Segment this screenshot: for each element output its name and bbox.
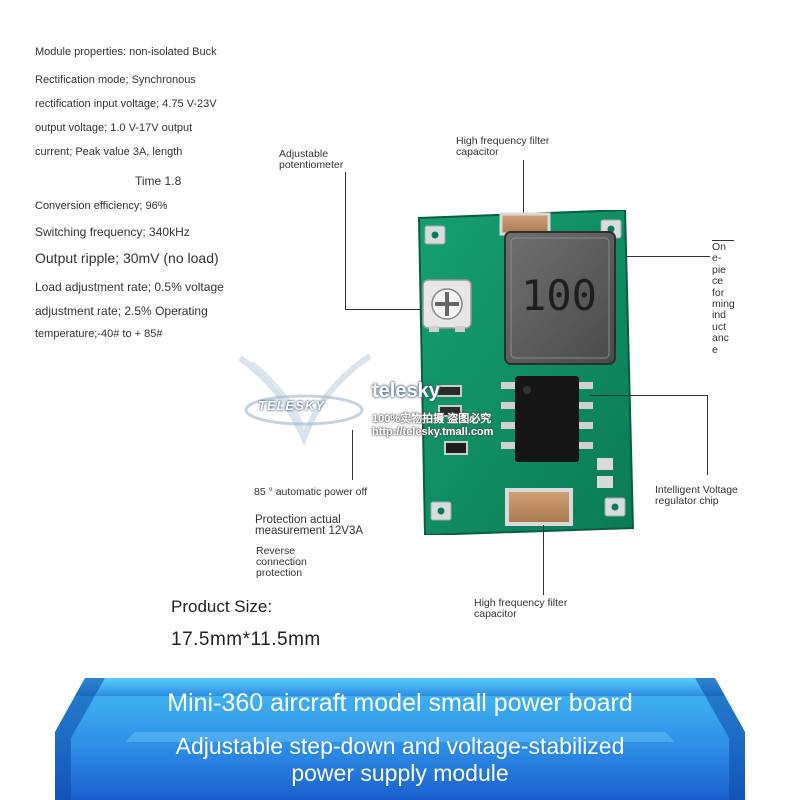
callout-inductance-overline xyxy=(712,240,734,241)
callout-inductance-l1: On xyxy=(712,241,727,253)
callout-inductance: On e- pie ce for ming ind uct anc e xyxy=(712,240,735,356)
product-size-value: 17.5mm*11.5mm xyxy=(171,629,321,650)
spec-time: Time 1.8 xyxy=(135,174,182,188)
pcb-board: 100 xyxy=(417,210,635,535)
callout-potentiometer-line2: potentiometer xyxy=(279,159,344,171)
telesky-logo-watermark xyxy=(238,353,372,447)
regulator-chip xyxy=(501,376,593,462)
spec-module-properties: Module properties: non-isolated Buck xyxy=(35,46,217,58)
spec-rectification-mode: Rectification mode; Synchronous xyxy=(35,74,196,86)
callout-potentiometer: Adjustable potentiometer xyxy=(279,149,343,171)
bottom-capacitor xyxy=(505,488,573,526)
telesky-badge-text: TELESKY xyxy=(258,398,325,413)
inductor-marking: 100 xyxy=(521,271,597,320)
callout-inductance-l8: uct xyxy=(712,320,727,333)
callout-inductance-l10: e xyxy=(712,343,718,356)
callout-inductance-l2: e- xyxy=(712,252,722,265)
spec-output-ripple: Output ripple; 30mV (no load) xyxy=(35,250,219,266)
callout-potentiometer-line1: Adjustable xyxy=(279,148,329,160)
callout-chip-line2: regulator chip xyxy=(655,495,719,507)
leader-auto-off xyxy=(352,430,353,480)
spec-output-voltage: output voltage; 1.0 V-17V output xyxy=(35,122,193,134)
callout-reverse-line3: protection xyxy=(256,567,303,579)
spec-switching-frequency: Switching frequency; 340kHz xyxy=(35,225,190,239)
leader-potentiometer-h xyxy=(345,309,447,310)
callout-inductance-l3: pie xyxy=(712,263,727,276)
spec-temperature: temperature;-40# to + 85# xyxy=(35,328,163,340)
callout-inductance-l5: for xyxy=(712,286,725,299)
spec-output-current: current; Peak value 3A, length xyxy=(35,146,183,158)
banner-subtitle-line1: Adjustable step-down and voltage-stabili… xyxy=(175,733,625,759)
spec-load-adjustment: Load adjustment rate; 0.5% voltage xyxy=(35,280,224,294)
callout-hf-top-line2: capacitor xyxy=(456,146,499,158)
product-size-label: Product Size: xyxy=(171,597,273,616)
watermark-line1: 100%实物拍摄 盗图必究 xyxy=(372,413,492,425)
callout-chip: Intelligent Voltage regulator chip xyxy=(655,485,738,507)
leader-chip-h xyxy=(590,395,707,396)
leader-hf-bottom xyxy=(543,525,544,595)
leader-potentiometer-v xyxy=(345,172,346,309)
callout-reverse: Reverse connection protection xyxy=(256,546,307,579)
callout-auto-off: 85 ° automatic power off xyxy=(254,486,368,498)
leader-chip-v xyxy=(707,395,708,475)
callout-hf-bottom-line2: capacitor xyxy=(474,608,517,620)
callout-chip-line1: Intelligent Voltage xyxy=(655,484,738,496)
spec-efficiency: Conversion efficiency; 96% xyxy=(35,200,168,212)
callout-hf-bottom-line1: High frequency filter xyxy=(474,597,568,609)
banner-subtitle-line2: power supply module xyxy=(291,760,509,786)
banner-title: Mini-360 aircraft model small power boar… xyxy=(167,689,633,717)
callout-protection-line2: measurement 12V3A xyxy=(255,525,364,537)
spec-voltage-adjustment: adjustment rate; 2.5% Operating xyxy=(35,304,208,318)
callout-protection-line1: Protection actual xyxy=(255,514,341,526)
callout-inductance-l6: ming xyxy=(712,298,735,311)
callout-inductance-l7: ind xyxy=(712,309,727,322)
callout-inductance-l4: ce xyxy=(712,275,724,288)
leader-hf-top xyxy=(523,160,524,220)
potentiometer xyxy=(422,279,472,332)
inductor xyxy=(504,231,616,365)
title-banner xyxy=(55,678,745,800)
callout-reverse-line1: Reverse xyxy=(256,545,296,557)
watermark-line2: http://telesky.tmall.com xyxy=(372,426,494,438)
leader-inductance xyxy=(612,256,710,257)
callout-inductance-l9: anc xyxy=(712,332,729,345)
callout-hf-top-line1: High frequency filter xyxy=(456,135,550,147)
callout-hf-capacitor-top: High frequency filter capacitor xyxy=(456,136,549,158)
watermark-brand: telesky xyxy=(372,380,440,402)
callout-reverse-line2: connection xyxy=(256,556,307,568)
callout-protection: Protection actual measurement 12V3A xyxy=(255,514,364,537)
callout-hf-capacitor-bottom: High frequency filter capacitor xyxy=(474,598,567,620)
spec-input-voltage: rectification input voltage; 4.75 V-23V xyxy=(35,98,217,110)
